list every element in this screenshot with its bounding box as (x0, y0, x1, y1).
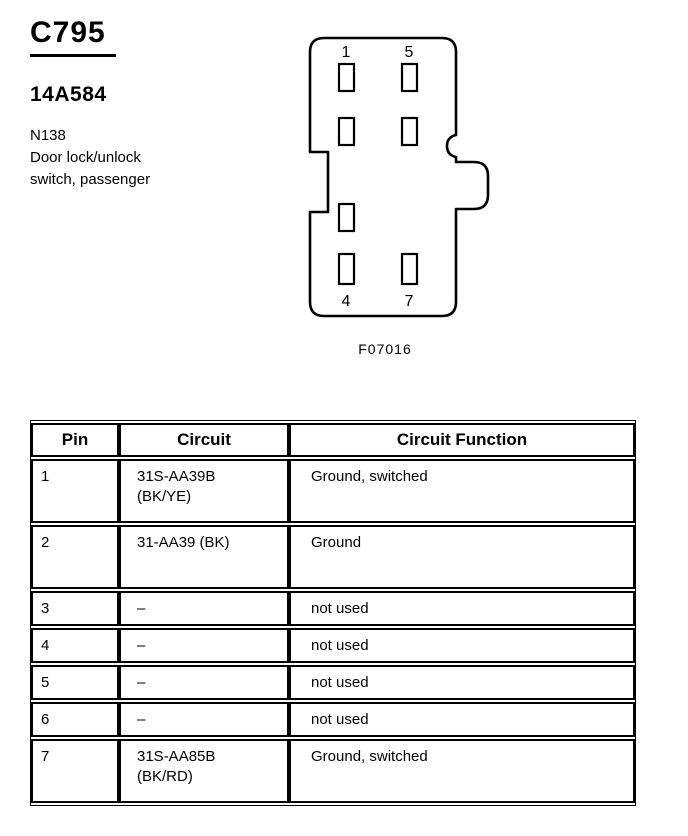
circuit-function-cell: Ground (289, 525, 635, 589)
circuit-function-cell: not used (289, 665, 635, 700)
circuit-cell: 31-AA39 (BK) (119, 525, 289, 589)
header-circuit: Circuit (119, 423, 289, 457)
circuit-cell: 31S-AA39B (BK/YE) (119, 459, 289, 523)
pin-slot-1 (337, 62, 356, 93)
pin-cell: 2 (31, 525, 119, 589)
pin-cell: 3 (31, 591, 119, 626)
pin-label-1: 1 (342, 44, 351, 61)
pin-label-7: 7 (405, 293, 414, 310)
circuit-cell: – (119, 591, 289, 626)
pin-slot-2 (337, 116, 356, 147)
pinout-row: 3–not used (31, 591, 635, 626)
pinout-row: 4–not used (31, 628, 635, 663)
pin-slot-6 (400, 116, 419, 147)
pin-cell: 6 (31, 702, 119, 737)
pin-cell: 1 (31, 459, 119, 523)
circuit-function-cell: not used (289, 702, 635, 737)
header-circuit-function: Circuit Function (289, 423, 635, 457)
circuit-cell: – (119, 702, 289, 737)
figure-code: F07016 (358, 341, 412, 357)
circuit-function-cell: not used (289, 591, 635, 626)
table-header-row: Pin Circuit Circuit Function (31, 423, 635, 457)
pin-cell: 7 (31, 739, 119, 803)
header-pin: Pin (31, 423, 119, 457)
circuit-cell: 31S-AA85B (BK/RD) (119, 739, 289, 803)
part-number: 14A584 (30, 83, 107, 106)
pin-cell: 4 (31, 628, 119, 663)
pinout-row: 5–not used (31, 665, 635, 700)
connector-header: C795 14A584 N138 Door lock/unlock switch… (30, 16, 150, 190)
pin-slot-7 (400, 252, 419, 286)
connector-code: C795 (30, 16, 116, 57)
connector-outline (308, 36, 490, 318)
connector-diagram: 1 5 4 7 (308, 36, 490, 318)
circuit-function-cell: Ground, switched (289, 459, 635, 523)
circuit-function-cell: Ground, switched (289, 739, 635, 803)
pin-cell: 5 (31, 665, 119, 700)
component-code: N138 (30, 127, 66, 144)
circuit-cell: – (119, 628, 289, 663)
pin-label-5: 5 (405, 44, 414, 61)
pin-label-4: 4 (342, 293, 351, 310)
circuit-function-cell: not used (289, 628, 635, 663)
pin-slot-3 (337, 202, 356, 233)
pinout-row: 6–not used (31, 702, 635, 737)
component-description: Door lock/unlock switch, passenger (30, 148, 151, 188)
pin-slot-5 (400, 62, 419, 93)
circuit-cell: – (119, 665, 289, 700)
pin-slot-4 (337, 252, 356, 286)
